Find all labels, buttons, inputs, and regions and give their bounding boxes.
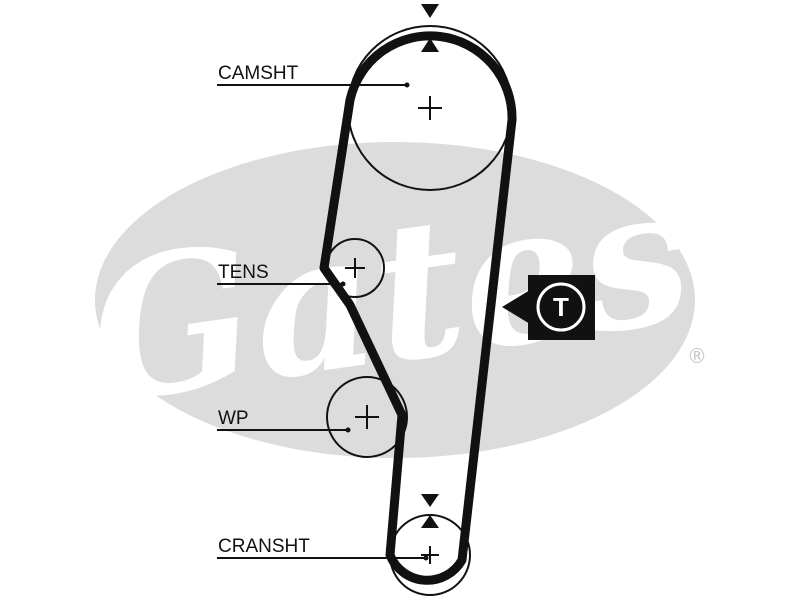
water-pump-leader: [217, 427, 351, 433]
crankshaft-label: CRANSHT: [218, 536, 310, 557]
timing-belt: [319, 31, 517, 585]
tensioner-leader: [217, 281, 346, 287]
crankshaft-timing-mark: [421, 494, 439, 528]
water-pump-pulley: [326, 376, 408, 458]
watermark-oval: [95, 142, 695, 458]
water-pump-label: WP: [218, 408, 249, 429]
camshaft-label: CAMSHT: [218, 63, 299, 84]
tensioner-label: TENS: [218, 262, 269, 283]
tension-marker-letter: T: [553, 292, 569, 322]
crankshaft-center-mark: [421, 546, 439, 564]
tension-check-marker: T: [502, 275, 595, 340]
camshaft-center-mark: [418, 96, 442, 120]
brand-watermark: Gates ®: [77, 142, 707, 458]
camshaft-leader: [217, 82, 410, 88]
tensioner-center-mark: [345, 258, 365, 278]
camshaft-timing-mark: [421, 4, 439, 52]
registered-mark: ®: [687, 344, 707, 368]
water-pump-center-mark: [355, 405, 379, 429]
crankshaft-leader: [217, 555, 429, 561]
